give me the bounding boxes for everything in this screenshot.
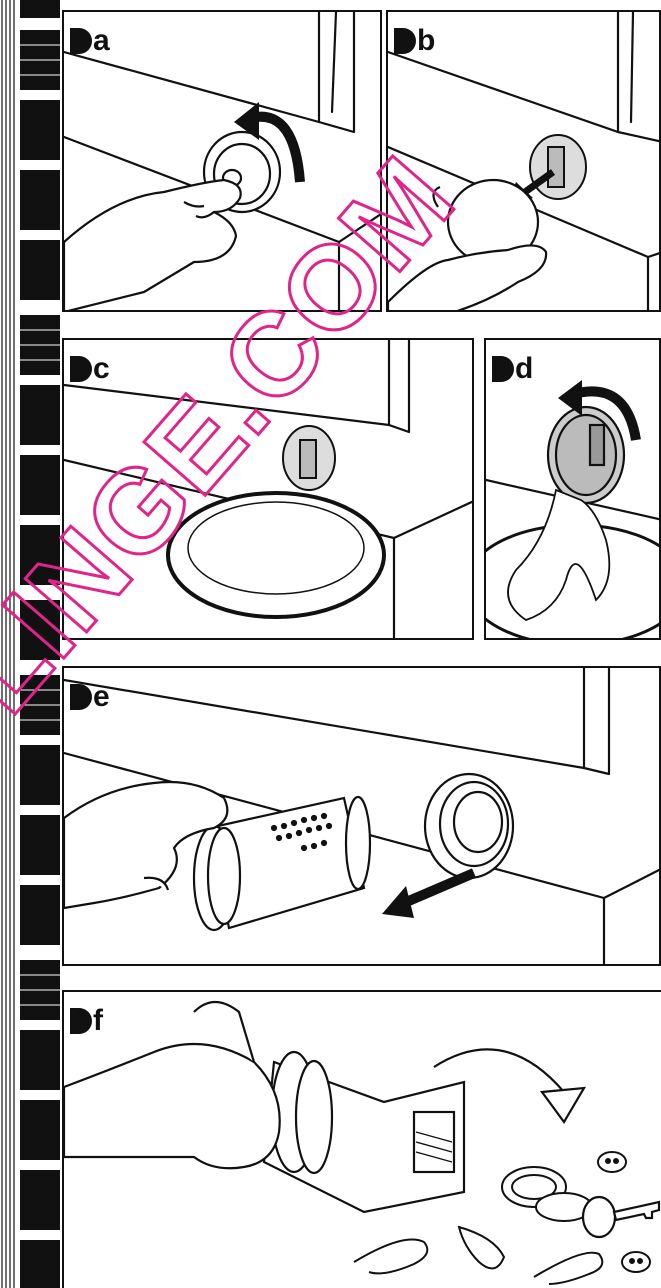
drain-filter-cap-icon: [530, 135, 586, 199]
label-notch-icon: [70, 1008, 92, 1034]
empty-filter-illustration: [64, 992, 661, 1288]
step-letter: f: [93, 1007, 103, 1035]
place-bowl-illustration: [64, 340, 474, 640]
step-label-f: f: [70, 1006, 103, 1036]
step-letter: a: [93, 27, 110, 55]
label-notch-icon: [70, 684, 92, 710]
step-panel-b: b: [386, 10, 661, 312]
hand-icon: [388, 180, 546, 312]
pull-filter-illustration: [64, 668, 661, 966]
coin-icon: [502, 1167, 592, 1221]
remove-cap-illustration: [388, 12, 661, 312]
drain-water-illustration: [486, 340, 661, 640]
drip-bowl-icon: [168, 493, 384, 617]
edge-stripe-border: [0, 0, 62, 1288]
key-icon: [583, 1197, 659, 1237]
drain-filter-cap-icon: [548, 407, 624, 503]
drain-filter-cap-icon: [283, 426, 335, 490]
step-panel-f: f: [62, 990, 661, 1288]
step-panel-a: a: [62, 10, 382, 312]
step-letter: c: [93, 355, 110, 383]
step-letter: b: [417, 27, 435, 55]
label-notch-icon: [70, 28, 92, 54]
step-panel-c: c: [62, 338, 474, 640]
hand-icon: [64, 180, 241, 312]
label-notch-icon: [70, 356, 92, 382]
label-notch-icon: [394, 28, 416, 54]
open-cap-illustration: [64, 12, 382, 312]
step-label-c: c: [70, 354, 110, 384]
drain-filter-cap-icon: [425, 774, 513, 878]
filter-cartridge-icon: [264, 1052, 464, 1212]
step-letter: d: [515, 355, 533, 383]
step-label-b: b: [394, 26, 435, 56]
step-panel-d: d: [484, 338, 661, 640]
step-panel-e: e: [62, 666, 661, 966]
step-label-e: e: [70, 682, 110, 712]
step-letter: e: [93, 683, 110, 711]
label-notch-icon: [492, 356, 514, 382]
step-label-a: a: [70, 26, 110, 56]
step-label-d: d: [492, 354, 533, 384]
pull-out-arrow-icon: [382, 873, 474, 918]
paperclip-icon: [354, 1227, 602, 1284]
